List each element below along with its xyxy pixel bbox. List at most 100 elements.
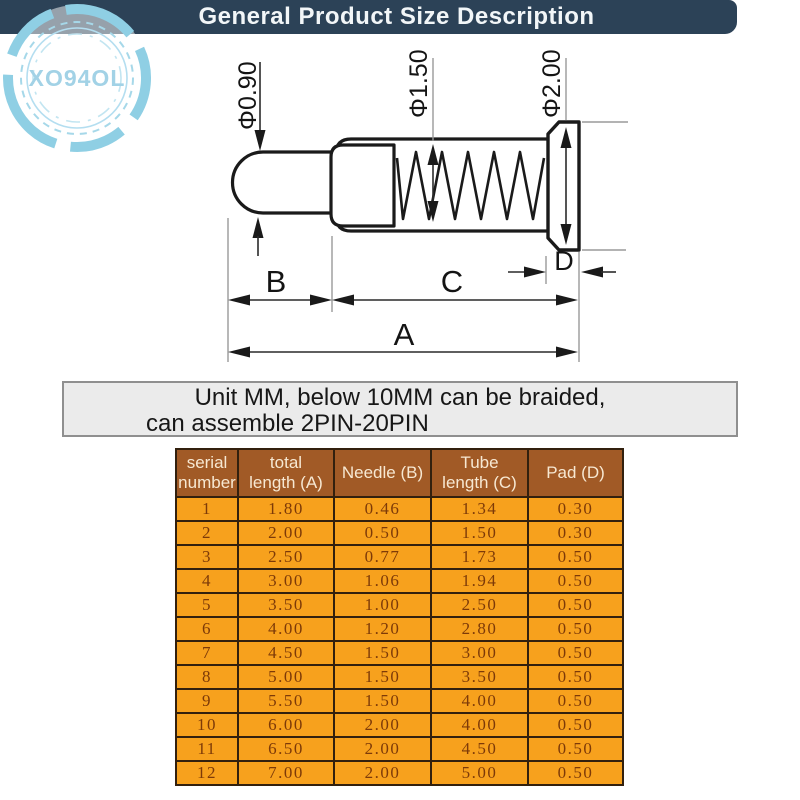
table-cell: 2.80 [430, 616, 529, 642]
table-cell: 11 [175, 736, 239, 762]
dimension-lines [228, 62, 616, 358]
table-cell: 4.50 [430, 736, 529, 762]
table-cell: 6.50 [237, 736, 335, 762]
table-cell: 0.50 [333, 520, 432, 546]
spring-coil [395, 150, 546, 221]
logo-inner-ring [32, 33, 122, 123]
table-cell: 5.00 [237, 664, 335, 690]
table-cell: 1.80 [237, 496, 335, 522]
table-cell: 0.30 [527, 496, 624, 522]
logo-dashed-ring [20, 21, 134, 135]
note-line-2: can assemble 2PIN-20PIN [146, 410, 429, 437]
note-box: Unit MM, below 10MM can be braided, can … [62, 381, 738, 437]
table-cell: 4 [175, 568, 239, 594]
table-cell: 4.00 [237, 616, 335, 642]
diameter-label-pad: Φ2.00 [538, 49, 566, 118]
table-cell: 3.00 [430, 640, 529, 666]
table-cell: 6.00 [237, 712, 335, 738]
page-title: General Product Size Description [198, 3, 595, 30]
extension-lines [227, 58, 628, 362]
dim-label-needle: B [266, 264, 287, 299]
table-cell: 3.50 [237, 592, 335, 618]
table-cell: 5.00 [430, 760, 529, 786]
table-cell: 0.50 [527, 640, 624, 666]
note-line-1: Unit MM, below 10MM can be braided, [194, 384, 606, 411]
table-cell: 1.73 [430, 544, 529, 570]
column-header: Pad (D) [527, 448, 624, 498]
pin-outline [230, 120, 581, 252]
table-cell: 0.30 [527, 520, 624, 546]
table-cell: 4.00 [430, 688, 529, 714]
table-cell: 0.46 [333, 496, 432, 522]
table-cell: 1.34 [430, 496, 529, 522]
table-cell: 5 [175, 592, 239, 618]
table-cell: 1.50 [333, 640, 432, 666]
diameter-label-spring: Φ1.50 [405, 49, 433, 118]
table-cell: 0.50 [527, 616, 624, 642]
table-cell: 2.00 [237, 520, 335, 546]
table-cell: 6 [175, 616, 239, 642]
table-cell: 2.00 [333, 760, 432, 786]
table-cell: 0.50 [527, 568, 624, 594]
diameter-label-needle: Φ0.90 [234, 61, 262, 130]
table-cell: 2.00 [333, 712, 432, 738]
table-cell: 2 [175, 520, 239, 546]
logo-outer-arc [3, 4, 151, 152]
table-cell: 0.50 [527, 760, 624, 786]
table-cell: 0.50 [527, 544, 624, 570]
table-cell: 7.00 [237, 760, 335, 786]
flange-outline [546, 120, 581, 252]
column-header: serial number [175, 448, 239, 498]
table-cell: 1.94 [430, 568, 529, 594]
table-cell: 1 [175, 496, 239, 522]
dim-label-pad: D [554, 246, 574, 276]
table-cell: 2.00 [333, 736, 432, 762]
table-cell: 3.00 [237, 568, 335, 594]
logo-solid-ring [26, 27, 128, 129]
table-cell: 1.20 [333, 616, 432, 642]
table-cell: 1.50 [430, 520, 529, 546]
table-cell: 1.50 [333, 688, 432, 714]
table-cell: 1.50 [333, 664, 432, 690]
table-cell: 1.06 [333, 568, 432, 594]
diagram-labels: Φ0.90 Φ1.50 Φ2.00 B C D A [234, 49, 574, 352]
column-header: total length (A) [237, 448, 335, 498]
table-cell: 0.50 [527, 712, 624, 738]
table-cell: 9 [175, 688, 239, 714]
table-cell: 0.50 [527, 688, 624, 714]
table-cell: 2.50 [237, 544, 335, 570]
table-cell: 4.00 [430, 712, 529, 738]
table-cell: 12 [175, 760, 239, 786]
table-cell: 1.00 [333, 592, 432, 618]
table-cell: 0.77 [333, 544, 432, 570]
pin-dimension-diagram: Φ0.90 Φ1.50 Φ2.00 B C D A [227, 49, 628, 362]
plunger-head-outline [329, 143, 396, 228]
table-cell: 5.50 [237, 688, 335, 714]
watermark-text: XO94OL [29, 65, 126, 91]
table-cell: 3.50 [430, 664, 529, 690]
table-cell: 4.50 [237, 640, 335, 666]
dim-label-tube: C [441, 264, 463, 299]
column-header: Needle (B) [333, 448, 432, 498]
table-cell: 0.50 [527, 736, 624, 762]
table-cell: 3 [175, 544, 239, 570]
dim-label-total: A [394, 317, 415, 352]
table-cell: 2.50 [430, 592, 529, 618]
needle-outline [230, 150, 347, 215]
watermark-logo: XO94OL [3, 4, 151, 152]
table-cell: 0.50 [527, 664, 624, 690]
